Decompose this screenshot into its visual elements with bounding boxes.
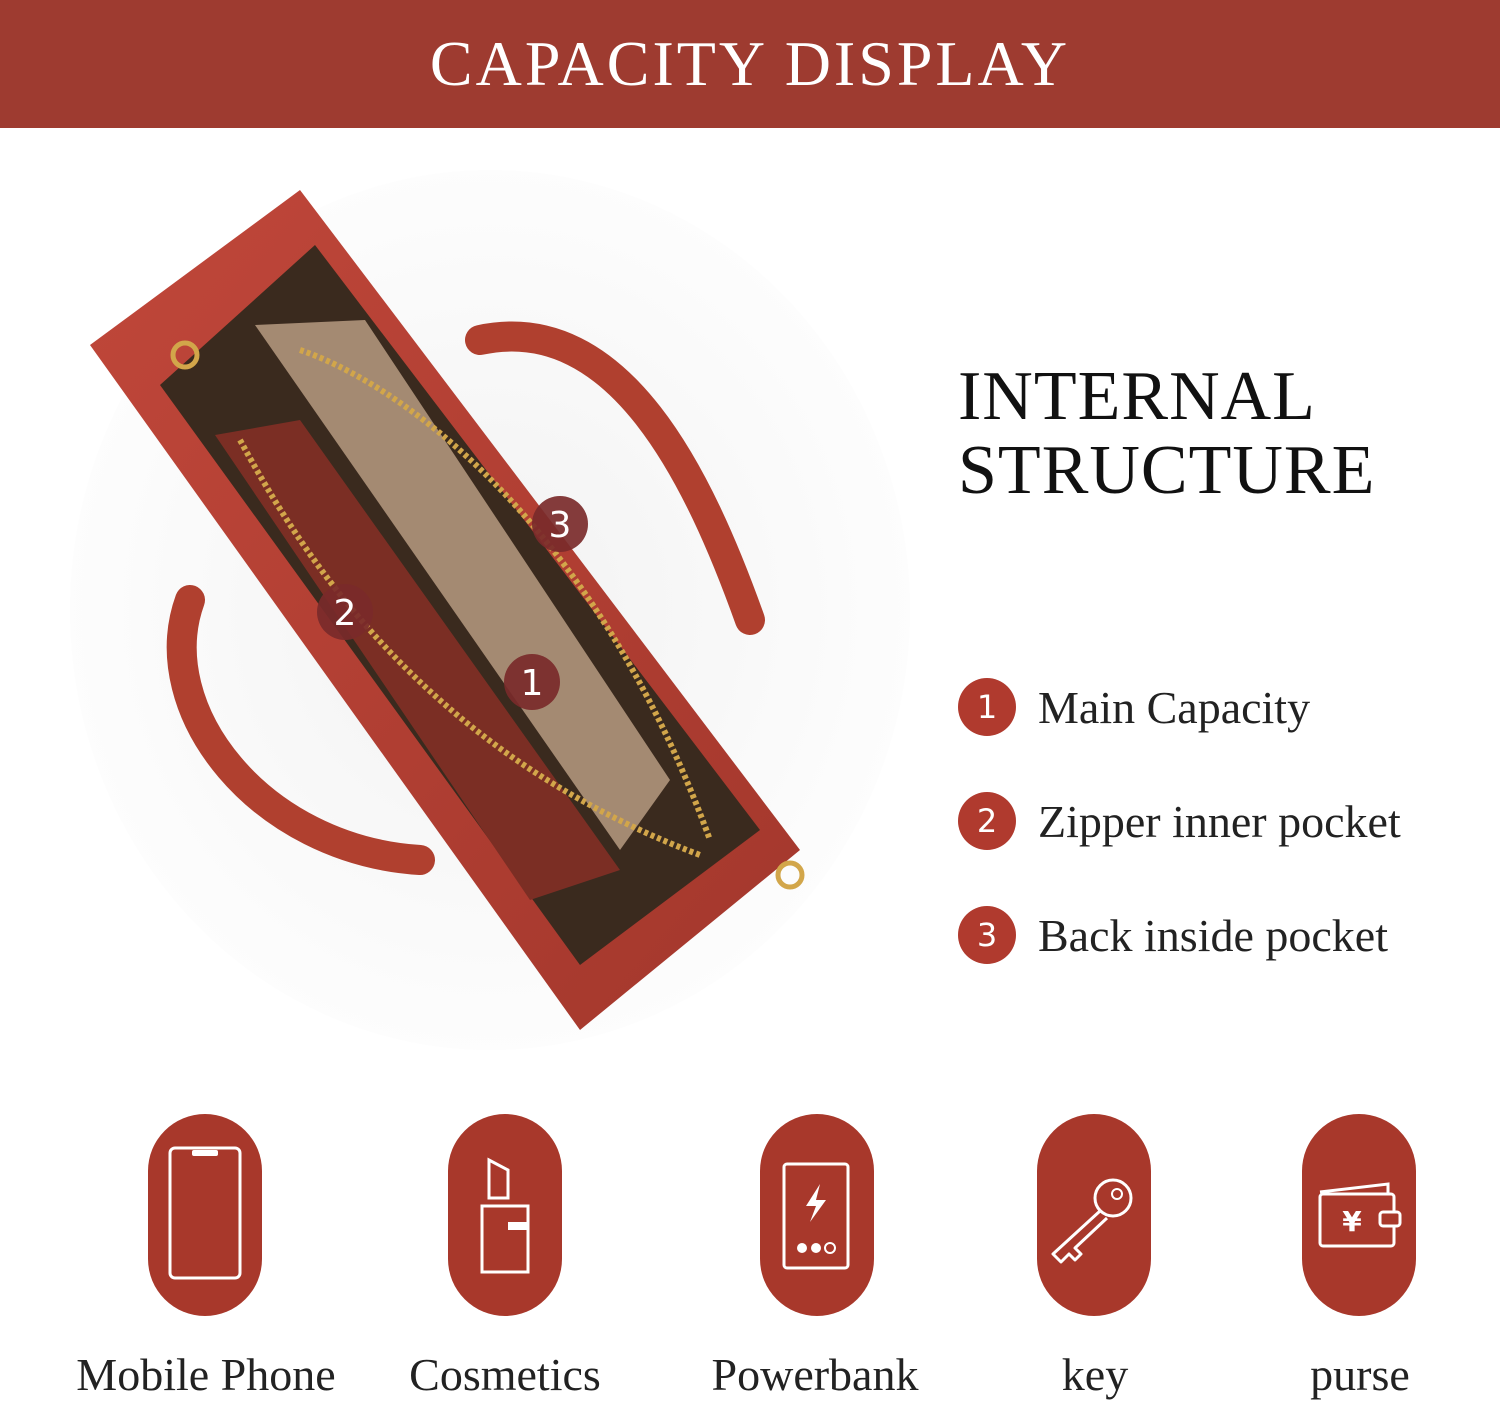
capacity-item-label: key — [1061, 1349, 1129, 1400]
wallet-icon: ¥ — [1302, 1114, 1416, 1316]
svg-text:¥: ¥ — [1342, 1205, 1362, 1238]
capacity-item-powerbank: Powerbank — [665, 1112, 965, 1408]
mobile-phone-icon — [148, 1114, 262, 1316]
capacity-item-label: Cosmetics — [409, 1349, 601, 1400]
header-banner: CAPACITY DISPLAY — [0, 0, 1500, 128]
key-icon — [1037, 1114, 1151, 1316]
section-title-line2: STRUCTURE — [958, 432, 1376, 509]
svg-text:3: 3 — [549, 505, 572, 546]
capacity-item-label: purse — [1310, 1349, 1410, 1400]
legend-item: 3 Back inside pocket — [958, 878, 1478, 992]
capacity-items-row: Mobile Phone Cosmetics Powerbank — [0, 1112, 1500, 1408]
capacity-item-cosmetics: Cosmetics — [355, 1112, 655, 1408]
legend-number-badge: 3 — [958, 906, 1016, 964]
capacity-item-purse: ¥ purse — [1210, 1112, 1500, 1408]
svg-text:1: 1 — [521, 663, 544, 704]
handbag-photo: 1 2 3 — [60, 150, 920, 1070]
legend-label: Main Capacity — [1038, 681, 1311, 733]
section-title-line1: INTERNAL — [958, 358, 1316, 435]
capacity-item-label: Powerbank — [711, 1349, 919, 1400]
powerbank-icon — [760, 1114, 874, 1316]
capacity-item-mobile-phone: Mobile Phone — [56, 1112, 356, 1408]
banner-title: CAPACITY DISPLAY — [429, 28, 1071, 99]
svg-text:2: 2 — [334, 593, 357, 634]
marker-2: 2 — [317, 584, 373, 640]
capacity-item-key: key — [945, 1112, 1245, 1408]
legend-item: 1 Main Capacity — [958, 650, 1478, 764]
legend-number-badge: 2 — [958, 792, 1016, 850]
structure-legend: 1 Main Capacity 2 Zipper inner pocket 3 … — [958, 650, 1478, 992]
legend-label: Zipper inner pocket — [1038, 795, 1401, 847]
legend-number-badge: 1 — [958, 678, 1016, 736]
section-title: INTERNAL STRUCTURE — [958, 360, 1478, 508]
legend-item: 2 Zipper inner pocket — [958, 764, 1478, 878]
lipstick-icon — [448, 1114, 562, 1316]
legend-label: Back inside pocket — [1038, 909, 1389, 961]
marker-3: 3 — [532, 496, 588, 552]
marker-1: 1 — [504, 654, 560, 710]
capacity-item-label: Mobile Phone — [76, 1349, 336, 1400]
